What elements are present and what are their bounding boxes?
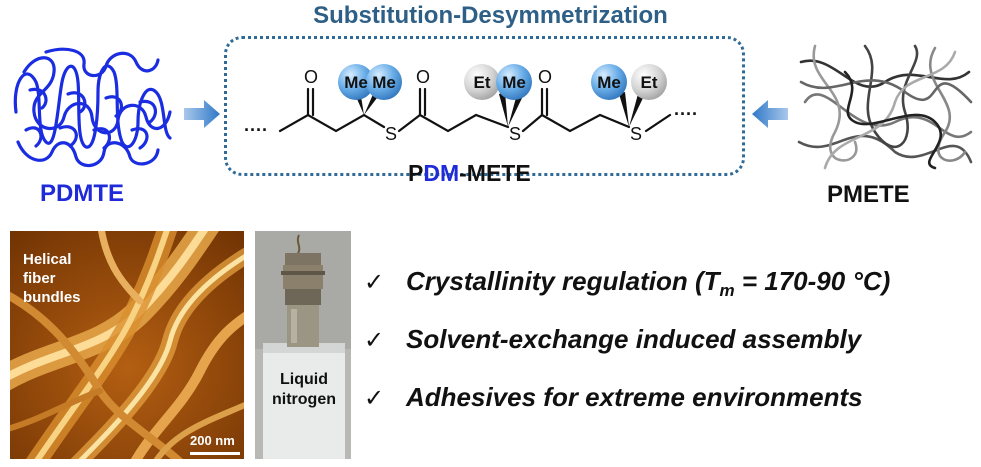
copolymer-label: PDM-METE	[408, 160, 531, 187]
scale-bar-label: 200 nm	[190, 433, 235, 448]
afm-image	[10, 231, 244, 459]
left-arrow-graphic	[184, 100, 220, 128]
feature-adhesives: ✓ Adhesives for extreme environments	[364, 382, 890, 440]
liquid-nitrogen-caption-line2: nitrogen	[272, 391, 336, 408]
feature-adhesives-text: Adhesives for extreme environments	[406, 382, 863, 412]
et-ball-3: Et	[641, 73, 658, 92]
check-icon: ✓	[364, 269, 385, 296]
pdmte-label: PDMTE	[40, 180, 124, 207]
me-ball-2: Me	[502, 73, 526, 92]
me-ball-3: Me	[597, 73, 621, 92]
pdmte-coil-graphic	[13, 47, 172, 167]
scale-bar	[190, 452, 240, 455]
sulfur-2: S	[509, 124, 521, 144]
check-icon: ✓	[364, 327, 385, 354]
feature-crystallinity-post: = 170-90 °C)	[734, 266, 891, 296]
right-arrow-graphic	[752, 100, 788, 128]
feature-assembly-text: Solvent-exchange induced assembly	[406, 324, 862, 354]
oxygen-2: O	[416, 67, 430, 87]
feature-assembly: ✓ Solvent-exchange induced assembly	[364, 324, 890, 382]
feature-list: ✓ Crystallinity regulation (Tm = 170-90 …	[364, 266, 890, 440]
afm-caption-line1: Helical	[23, 251, 72, 268]
feature-crystallinity-sub: m	[719, 281, 735, 301]
et-ball-2: Et	[474, 73, 491, 92]
copolymer-label-rest: -METE	[459, 160, 531, 186]
me-ball-1b: Me	[372, 73, 396, 92]
copolymer-box	[224, 36, 745, 176]
oxygen-1: O	[304, 67, 318, 87]
afm-caption-line2: fiber	[23, 270, 56, 287]
me-ball-1a: Me	[344, 73, 368, 92]
ellipsis-right: ····	[674, 104, 698, 124]
feature-crystallinity: ✓ Crystallinity regulation (Tm = 170-90 …	[364, 266, 890, 324]
afm-caption-line3: bundles	[23, 289, 81, 306]
liquid-nitrogen-photo	[255, 231, 351, 459]
feature-crystallinity-pre: Crystallinity regulation (T	[406, 266, 720, 296]
pmete-coil-graphic	[797, 44, 973, 170]
ellipsis-left: ····	[244, 120, 268, 140]
pmete-label: PMETE	[827, 181, 910, 208]
copolymer-label-dm: DM	[423, 160, 460, 186]
diagram-title: Substitution-Desymmetrization	[313, 2, 668, 29]
sulfur-3: S	[630, 124, 642, 144]
check-icon: ✓	[364, 385, 385, 412]
liquid-nitrogen-caption: Liquid nitrogen	[262, 370, 346, 410]
sulfur-1: S	[385, 124, 397, 144]
feature-crystallinity-text: Crystallinity regulation (Tm = 170-90 °C…	[406, 266, 890, 301]
liquid-nitrogen-caption-line1: Liquid	[280, 371, 328, 388]
copolymer-structure: O O O S S S ···· ···· Me Me Et Me Me Et	[244, 64, 698, 144]
afm-caption: Helical fiber bundles	[23, 250, 113, 307]
copolymer-label-p: P	[408, 160, 424, 186]
oxygen-3: O	[538, 67, 552, 87]
